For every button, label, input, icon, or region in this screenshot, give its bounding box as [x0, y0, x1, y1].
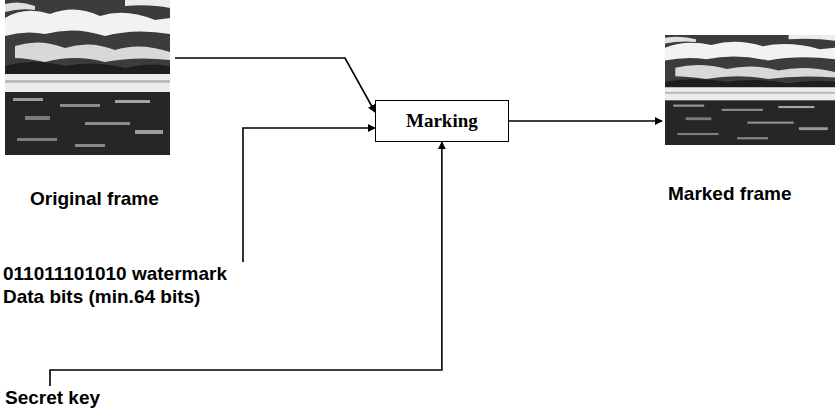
key-input-node: Secret key [5, 386, 100, 409]
marked-frame-picture [665, 35, 835, 145]
node-label: 011011101010 watermark Data bits (min.64… [3, 262, 268, 308]
arrow-connector [175, 58, 375, 112]
node-label: Secret key [5, 386, 100, 409]
node-label: Marked frame [668, 183, 837, 205]
original-frame-picture [5, 0, 170, 155]
node-label: Marking [406, 110, 478, 132]
frame-caption-node: Original frame [5, 0, 175, 210]
process-box: Marking [375, 100, 509, 142]
arrow-connector [509, 120, 662, 122]
arrow-connector [243, 128, 375, 262]
data-input-node: 011011101010 watermark Data bits (min.64… [3, 262, 268, 308]
node-label: Original frame [30, 188, 175, 210]
frame-caption-node: Marked frame [662, 35, 837, 205]
